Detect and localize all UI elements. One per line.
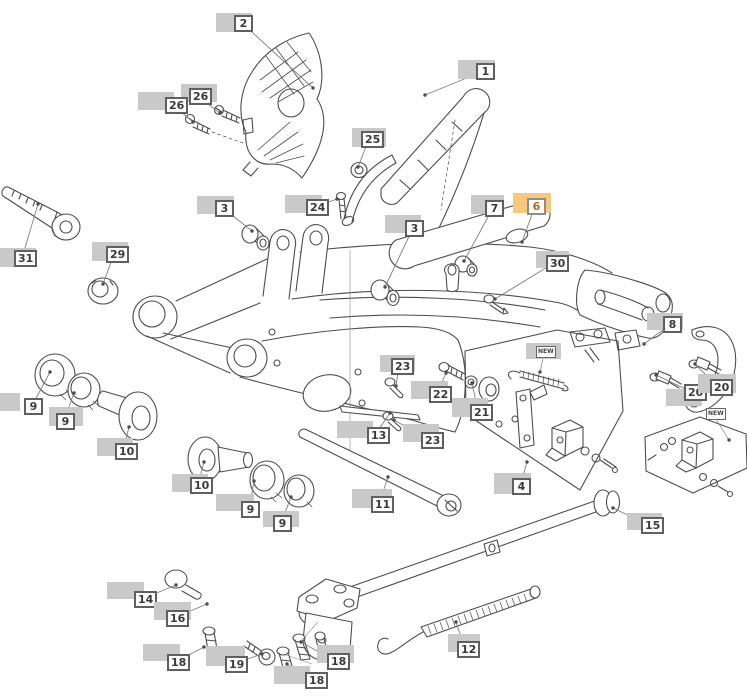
part-label-6-highlighted[interactable]: 6 (527, 198, 546, 215)
part-label-9b[interactable]: 9 (56, 413, 75, 430)
part-label-29[interactable]: 29 (106, 246, 130, 263)
part-label-20b[interactable]: 20 (710, 379, 734, 396)
part-label-26a[interactable]: 26 (189, 88, 213, 105)
part-label-rect-13 (337, 421, 373, 438)
chain-rub-plate-part (388, 198, 551, 270)
part-label-25[interactable]: 25 (361, 131, 385, 148)
part-label-18a[interactable]: 18 (167, 654, 191, 671)
part-label-rect-9a (0, 393, 20, 411)
part-label-9c[interactable]: 9 (241, 501, 260, 518)
part-label-23a[interactable]: 23 (391, 358, 415, 375)
bushings-left (34, 353, 158, 441)
part-label-26b[interactable]: 26 (165, 97, 189, 114)
part-label-9a[interactable]: 9 (24, 398, 43, 415)
part-label-23b[interactable]: 23 (421, 432, 445, 449)
bushings-center (187, 428, 462, 517)
part-label-1[interactable]: 1 (476, 63, 495, 80)
part-label-31[interactable]: 31 (14, 250, 38, 267)
part-label-7[interactable]: 7 (485, 200, 504, 217)
part-label-13[interactable]: 13 (367, 427, 391, 444)
swingarm-part (132, 224, 673, 451)
part-label-15[interactable]: 15 (641, 517, 665, 534)
guide-bracket-part (335, 154, 397, 226)
part-label-2[interactable]: 2 (234, 15, 253, 32)
guard-screws (184, 104, 244, 144)
part-label-4[interactable]: 4 (512, 478, 531, 495)
part-label-30[interactable]: 30 (546, 255, 570, 272)
part-label-19[interactable]: 19 (225, 656, 249, 673)
part-label-10b[interactable]: 10 (190, 477, 214, 494)
part-label-24[interactable]: 24 (306, 199, 330, 216)
new-bracket-panel (644, 416, 747, 498)
chain-guard-part (240, 32, 325, 179)
part-label-22[interactable]: 22 (429, 386, 453, 403)
adjuster-screws (339, 361, 478, 432)
small-fasteners (241, 224, 509, 315)
part-label-14[interactable]: 14 (134, 591, 158, 608)
stand-spring-part (377, 585, 541, 655)
part-label-9d[interactable]: 9 (273, 515, 292, 532)
part-label-11[interactable]: 11 (371, 496, 395, 513)
part-label-8[interactable]: 8 (663, 316, 682, 333)
part-label-10a[interactable]: 10 (115, 443, 139, 460)
pivot-bolt-part (1, 186, 119, 305)
part-label-3b[interactable]: 3 (405, 220, 424, 237)
part-label-12[interactable]: 12 (457, 641, 481, 658)
part-label-rect-18c (274, 666, 310, 684)
new-tag-new-center[interactable]: NEW (536, 346, 556, 358)
part-label-21[interactable]: 21 (470, 404, 494, 421)
part-label-3a[interactable]: 3 (215, 200, 234, 217)
part-label-16[interactable]: 16 (166, 610, 190, 627)
part-label-18c[interactable]: 18 (305, 672, 329, 689)
new-tag-new-right[interactable]: NEW (706, 408, 726, 420)
part-label-18b[interactable]: 18 (327, 653, 351, 670)
chain-slider-part (380, 88, 491, 233)
